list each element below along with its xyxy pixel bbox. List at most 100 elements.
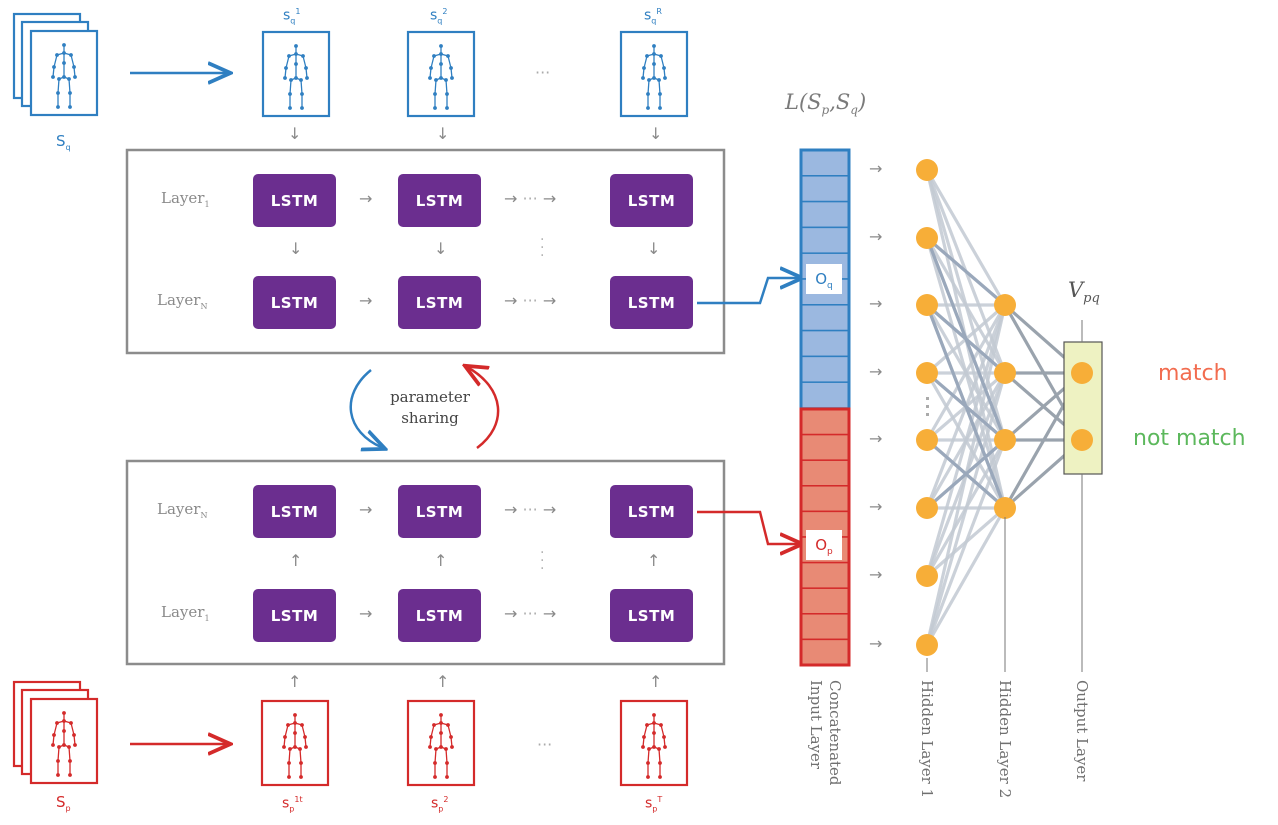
skeleton-joint — [62, 51, 66, 55]
skeleton-joint — [55, 721, 59, 725]
skeleton-joint — [69, 721, 73, 725]
input-to-hidden-arrow: → — [869, 634, 883, 653]
probe-stack-label: Sp — [56, 793, 71, 813]
skeleton-joint — [62, 719, 66, 723]
query-frame-label-1: sq1 — [283, 7, 301, 26]
skeleton-joint — [57, 745, 61, 749]
skeleton-joint — [283, 76, 287, 80]
skeleton-bone — [647, 79, 650, 95]
hidden1-node — [916, 565, 938, 587]
skeleton-joint — [287, 54, 291, 58]
skeleton-joint — [657, 747, 661, 751]
input-to-hidden-arrow: → — [869, 497, 883, 516]
hidden1-node — [916, 227, 938, 249]
loss-label: L(Sp,Sq) — [785, 90, 867, 118]
skeleton-joint — [56, 91, 60, 95]
skeleton-joint — [657, 78, 661, 82]
lstm-vertical-ellipsis: ··· — [540, 232, 545, 264]
lstm-cell: LSTM — [398, 485, 481, 538]
skeleton-joint — [294, 76, 298, 80]
skeleton-bone — [53, 722, 58, 736]
input-cell — [800, 613, 850, 641]
skeleton-joint — [67, 77, 71, 81]
skeleton-bone — [660, 724, 665, 738]
skeleton-joint — [439, 731, 443, 735]
skeleton-joint — [51, 75, 55, 79]
skeleton-joint — [300, 723, 304, 727]
sharing-arrow-blue — [349, 369, 383, 448]
skeleton-joint — [57, 77, 61, 81]
skeleton-joint — [52, 733, 56, 737]
frame1-down-arrow: ↓ — [288, 124, 302, 143]
skeleton-joint — [439, 713, 443, 717]
query-stack-front — [29, 29, 99, 117]
skeleton-joint — [444, 78, 448, 82]
skeleton-joint — [658, 92, 662, 96]
hidden2-node — [994, 497, 1016, 519]
skeleton-joint — [69, 53, 73, 57]
input-cell — [800, 381, 850, 409]
skeleton-bone — [289, 79, 292, 95]
lstm-arrow: → — [359, 500, 373, 519]
skeleton-bone — [299, 748, 302, 764]
skeleton-joint — [647, 78, 651, 82]
probe-frames-ellipsis: ··· — [537, 735, 553, 754]
skeleton-joint — [62, 75, 66, 79]
skeleton-bone — [658, 79, 661, 95]
skeleton-joint — [663, 76, 667, 80]
skeleton-joint — [304, 66, 308, 70]
query-frame-2 — [406, 30, 476, 118]
edge — [925, 236, 1007, 307]
skeleton-joint — [287, 775, 291, 779]
lstm-cell: LSTM — [610, 485, 693, 538]
skeleton-joint — [642, 66, 646, 70]
input-cell — [800, 638, 850, 666]
skeleton-bone — [301, 724, 306, 738]
skeleton-joint — [652, 721, 656, 725]
hidden1-node — [916, 429, 938, 451]
skeleton-joint — [428, 76, 432, 80]
input-cell — [800, 485, 850, 513]
probe-frame-label-1t: sp1t — [282, 795, 303, 814]
skeleton-bone — [70, 54, 75, 68]
skeleton-joint — [450, 745, 454, 749]
match-label: match — [1158, 361, 1228, 386]
skeleton-joint — [288, 747, 292, 751]
skeleton-bone — [285, 55, 290, 69]
hidden1-node — [916, 159, 938, 181]
skeleton-joint — [658, 106, 662, 110]
skeleton-joint — [658, 775, 662, 779]
output-layer-label: Output Layer — [1073, 680, 1091, 782]
skeleton-joint — [646, 106, 650, 110]
skeleton-joint — [300, 92, 304, 96]
skeleton-joint — [652, 76, 656, 80]
skeleton-joint — [56, 105, 60, 109]
probe-frame-1t — [260, 699, 330, 787]
query-frame-1 — [261, 30, 331, 118]
query-frames-ellipsis: ··· — [535, 63, 551, 82]
skeleton-joint — [300, 106, 304, 110]
skeleton-joint — [288, 92, 292, 96]
frame2-down-arrow: ↓ — [436, 124, 450, 143]
skeleton-bone — [434, 748, 437, 764]
skeleton-joint — [652, 52, 656, 56]
skeleton-joint — [641, 745, 645, 749]
query-stack-label: Sq — [56, 132, 71, 152]
skeleton-joint — [51, 743, 55, 747]
edge — [925, 507, 1007, 646]
hidden2-node — [994, 362, 1016, 384]
input-red-border — [799, 407, 851, 667]
skeleton-joint — [301, 54, 305, 58]
skeleton-joint — [299, 761, 303, 765]
skeleton-joint — [429, 66, 433, 70]
skeleton-joint — [68, 91, 72, 95]
skeleton-joint — [72, 65, 76, 69]
skeleton-joint — [663, 745, 667, 749]
skeleton-joint — [449, 735, 453, 739]
input-cell — [800, 329, 850, 358]
skeleton-joint — [289, 78, 293, 82]
input-to-hidden-arrow: → — [869, 429, 883, 448]
skeleton-joint — [446, 723, 450, 727]
output-node — [1071, 362, 1093, 384]
